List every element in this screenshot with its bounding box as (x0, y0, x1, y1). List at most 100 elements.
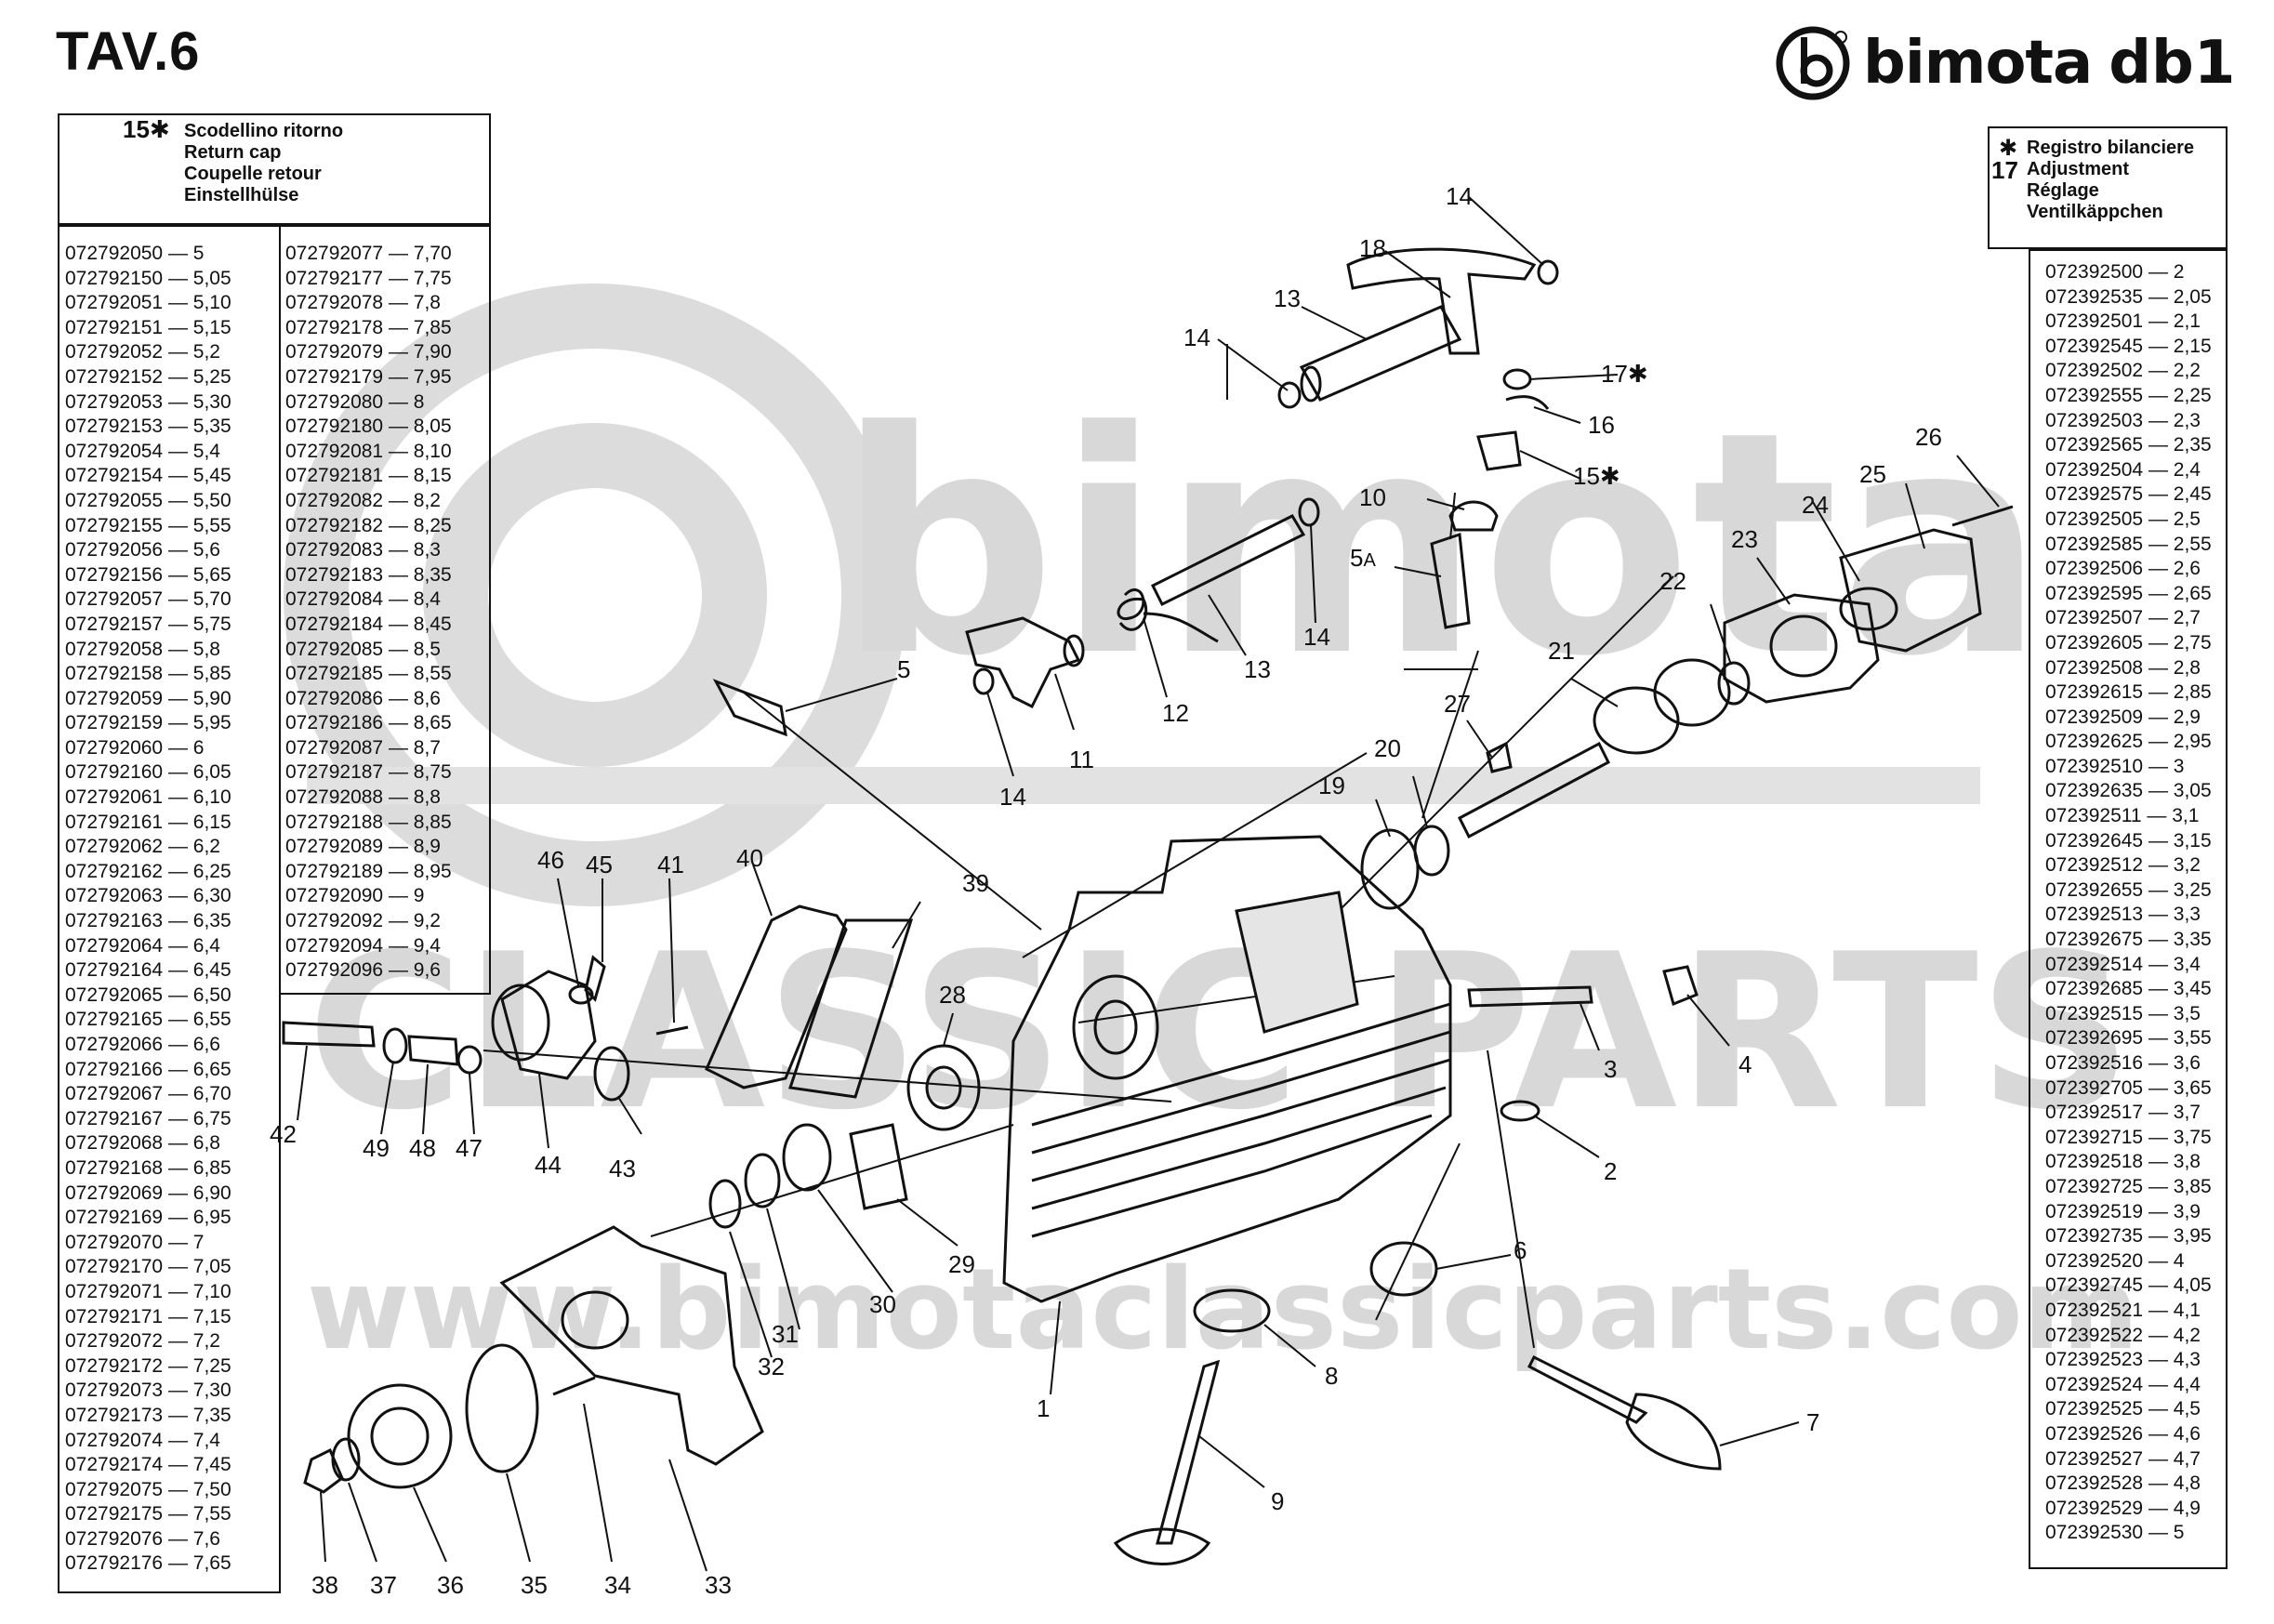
parts-table-right-row: 072392625 — 2,95 (2045, 731, 2212, 753)
parts-table-left-b-row: 072792184 — 8,45 (285, 613, 452, 635)
parts-table-left-b-row: 072792188 — 8,85 (285, 811, 452, 833)
parts-table-left-a-row: 072792058 — 5,8 (65, 638, 220, 660)
parts-table-left-a-row: 072792176 — 7,65 (65, 1552, 231, 1575)
parts-table-left-a-row: 072792167 — 6,75 (65, 1107, 231, 1129)
parts-table-left-b-row: 072792084 — 8,4 (285, 588, 441, 611)
right-info-line-it: Registro bilanciere (2027, 138, 2195, 158)
parts-table-left-b-row: 072792180 — 8,05 (285, 416, 452, 438)
washer-45 (584, 955, 606, 1002)
parts-table-left-a-row: 072792156 — 5,65 (65, 563, 231, 586)
parts-table-left-a-row: 072792174 — 7,45 (65, 1454, 231, 1476)
cover-40 (705, 904, 848, 1089)
callout-6: 6 (1514, 1236, 1527, 1264)
callout-12: 12 (1162, 699, 1189, 727)
parts-table-left-a-row: 072792054 — 5,4 (65, 440, 220, 462)
parts-table-right-row: 072392605 — 2,75 (2045, 631, 2212, 654)
parts-table-left-a-row: 072792155 — 5,55 (65, 514, 231, 536)
callout-35: 35 (521, 1571, 548, 1599)
callout-46: 46 (537, 846, 564, 874)
belt-cover-33 (499, 1225, 764, 1466)
parts-table-right-row: 072392520 — 4 (2045, 1249, 2185, 1272)
parts-table-left-a-row: 072792057 — 5,70 (65, 588, 231, 611)
parts-table-right-row: 072392513 — 3,3 (2045, 904, 2201, 926)
parts-table-right-row: 072392521 — 4,1 (2045, 1299, 2201, 1321)
parts-table-left-b-row: 072792082 — 8,2 (285, 489, 441, 511)
parts-table-left-a-row: 072792062 — 6,2 (65, 836, 220, 858)
parts-table-left-b-row: 072792079 — 7,90 (285, 341, 452, 363)
callout-23: 23 (1731, 525, 1758, 553)
bimota-logo-icon (1776, 26, 1850, 100)
parts-table-left-b-row: 072792090 — 9 (285, 885, 425, 907)
parts-table-right-row: 072392685 — 3,45 (2045, 978, 2212, 1000)
camshaft-21 (1458, 658, 1731, 839)
brand-logo: bimota db1 (1776, 26, 2235, 100)
parts-table-right-row: 072392530 — 5 (2045, 1522, 2185, 1544)
parts-table-left-b-row: 072792094 — 9,4 (285, 934, 441, 957)
callout-17: 17✱ (1601, 360, 1648, 388)
parts-table-right-row: 072392528 — 4,8 (2045, 1472, 2201, 1495)
rocker-shaft-13-mid (1150, 497, 1320, 607)
callout-39: 39 (962, 869, 989, 897)
callout-34: 34 (604, 1571, 631, 1599)
parts-table-left-b-row: 072792179 — 7,95 (285, 365, 452, 388)
parts-table-left-a-row: 072792065 — 6,50 (65, 984, 231, 1006)
cylinder-head-1 (1002, 835, 1452, 1303)
callout-20: 20 (1374, 734, 1401, 762)
parts-table-right-row: 072392516 — 3,6 (2045, 1052, 2201, 1074)
nut-38 (303, 1447, 344, 1494)
callout-10: 10 (1359, 483, 1386, 511)
parts-table-right-row: 072392526 — 4,6 (2045, 1422, 2201, 1445)
parts-table-left-a-row: 072792056 — 5,6 (65, 539, 220, 561)
callout-9: 9 (1271, 1487, 1285, 1515)
valve-7 (1527, 1354, 1722, 1471)
callout-25: 25 (1859, 460, 1886, 488)
parts-table-right-row: 072392545 — 2,15 (2045, 335, 2212, 357)
callout-26: 26 (1915, 423, 1942, 451)
part-10 (1448, 500, 1499, 532)
valve-9 (1113, 1359, 1221, 1565)
ring-32 (708, 1179, 742, 1229)
parts-table-right-row: 072392504 — 2,4 (2045, 458, 2201, 481)
washer-14-a (1277, 381, 1302, 409)
parts-table-left-a-row: 072792075 — 7,50 (65, 1478, 231, 1500)
right-info-line-fr: Réglage (2027, 180, 2099, 201)
callout-49: 49 (363, 1134, 390, 1162)
parts-table-right-row: 072392505 — 2,5 (2045, 508, 2201, 530)
callout-14-c: 14 (1303, 623, 1330, 651)
parts-table-right-row: 072392555 — 2,25 (2045, 384, 2212, 406)
right-info-box (1988, 126, 2228, 249)
parts-table-right-row: 072392501 — 2,1 (2045, 310, 2201, 333)
parts-table-left-a-row: 072792064 — 6,4 (65, 934, 220, 957)
parts-table-right-row: 072392508 — 2,8 (2045, 656, 2201, 679)
parts-table-left-a-row: 072792055 — 5,50 (65, 489, 231, 511)
part-5a (1430, 532, 1471, 629)
brand-model: db1 (2109, 29, 2236, 98)
parts-table-right-row: 072392735 — 3,95 (2045, 1225, 2212, 1248)
callout-13-a: 13 (1274, 284, 1301, 312)
parts-table-right-row: 072392585 — 2,55 (2045, 533, 2212, 555)
callout-29: 29 (948, 1250, 975, 1278)
rocker-arm-18 (1346, 247, 1537, 355)
parts-table-left-a-row: 072792051 — 5,10 (65, 292, 231, 314)
parts-table-right-row: 072392517 — 3,7 (2045, 1102, 2201, 1124)
parts-table-right-row: 072392515 — 3,5 (2045, 1002, 2201, 1024)
parts-table-left-b-row: 072792186 — 8,65 (285, 712, 452, 734)
left-info-ref: 15✱ (123, 115, 170, 143)
parts-table-left-a-row: 072792053 — 5,30 (65, 390, 231, 413)
parts-table-left-b-row: 072792081 — 8,10 (285, 440, 452, 462)
washer-46 (568, 984, 594, 1005)
callout-16: 16 (1588, 411, 1615, 439)
parts-table-right-row: 072392655 — 3,25 (2045, 878, 2212, 901)
parts-table-left-a-row: 072792071 — 7,10 (65, 1280, 231, 1302)
parts-table-left-a-row: 072792162 — 6,25 (65, 860, 231, 882)
parts-table-left-a-row: 072792154 — 5,45 (65, 465, 231, 487)
callout-5a: 5A (1350, 544, 1376, 573)
parts-table-left-b-row: 072792183 — 8,35 (285, 563, 452, 586)
callout-42: 42 (270, 1120, 297, 1148)
screw-34 (552, 1376, 596, 1396)
left-info-line-fr: Coupelle retour (184, 164, 322, 184)
left-info-line-en: Return cap (184, 142, 282, 163)
parts-table-left-b-row: 072792083 — 8,3 (285, 539, 441, 561)
